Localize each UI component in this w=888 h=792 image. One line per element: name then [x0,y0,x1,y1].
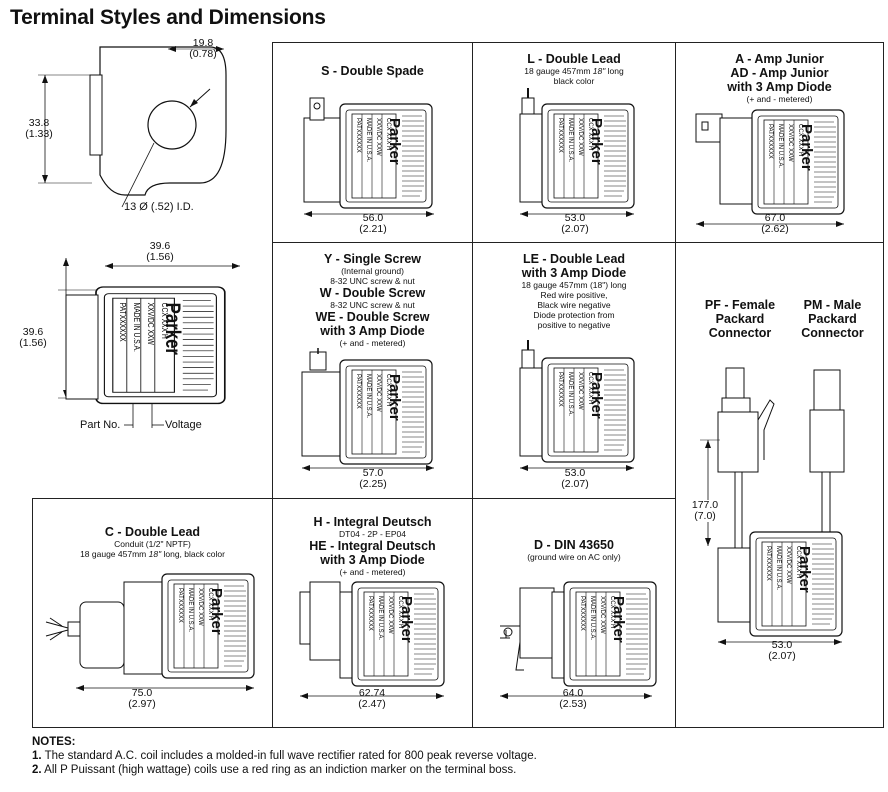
panel-pf-title1: PF - Female [704,298,776,312]
coil-l-double-lead [519,88,635,217]
packard-connectors [700,367,845,645]
panel-y-sub4: (+ and - metered) [339,338,406,348]
panel-pf-title2: Packard [715,312,765,326]
panel-le-sub5: positive to negative [537,320,611,330]
grid-border [472,42,473,498]
grid-border [675,42,676,728]
coil-h-deutsch [299,581,445,699]
panel-pf-title3: Connector [708,326,772,340]
panel-le-sub3: Black wire negative [537,300,611,310]
grid-border [32,498,33,728]
panel-le-sub2: Red wire positive, [540,290,608,300]
panel-a-sub: (+ and - metered) [746,94,813,104]
panel-pm-title3: Connector [801,326,864,340]
panel-p-width-dim: 53.0 [771,639,793,651]
left-top-height-dim-in: (1.33) [25,128,53,140]
panel-l-sub2: black color [553,76,595,86]
grid-border [472,498,473,728]
panel-h-title3: with 3 Amp Diode [320,553,425,567]
coil-s-double-spade [303,97,434,217]
panel-s-dim-in: (2.21) [359,223,387,235]
panel-y-dim-in: (2.25) [359,478,387,490]
grid-border [272,42,273,498]
panel-h-dim-in: (2.47) [358,698,386,710]
grid-border [272,498,273,728]
callout-lines [124,424,164,426]
grid-border [883,42,884,728]
note-1: 1. The standard A.C. coil includes a mol… [32,750,537,762]
panel-c-sub1: Conduit (1/2" NPTF) [114,539,191,549]
panel-y-dim: 57.0 [362,467,384,479]
panel-le-dim: 53.0 [564,467,586,479]
panel-a-title1: A - Amp Junior [735,52,824,66]
grid-border [272,42,884,43]
left-top-width-dim: 19.8 [192,37,214,49]
panel-a-dim-in: (2.62) [761,223,789,235]
panel-le-sub4: Diode protection from [533,310,615,320]
coil-le-double-lead [519,340,635,471]
panel-h-dim: 62.74 [358,687,386,699]
grid-border [32,498,676,499]
panel-a-dim: 67.0 [764,212,786,224]
panel-l-sub1: 18 gauge 457mm 18" long [524,66,624,76]
panel-d-dim-in: (2.53) [559,698,587,710]
left-mid-height-dim: 39.6 [22,326,44,338]
panel-l-dim-in: (2.07) [561,223,589,235]
coil-y-screw [301,348,434,471]
panel-l-title: L - Double Lead [527,52,621,66]
left-top-id-dim: 13 Ø (.52) I.D. [124,201,194,213]
panel-h-title2: HE - Integral Deutsch [309,539,436,553]
panel-y-sub1: (Internal ground) [341,266,404,276]
voltage-label: Voltage [165,419,202,431]
left-mid-width-dim: 39.6 [149,240,171,252]
coil-a-amp-junior [695,109,845,227]
panel-c-sub2: 18 gauge 457mm 18" long, black color [80,549,225,559]
panel-a-title2: AD - Amp Junior [730,66,829,80]
panel-y-title3: WE - Double Screw [315,310,430,324]
coil-front-view [65,286,226,405]
coil-c-double-lead [45,573,255,691]
left-mid-height-dim-in: (1.56) [19,337,47,349]
panel-c-dim: 75.0 [131,687,153,699]
panel-p-height-dim-in: (7.0) [694,510,716,522]
panel-y-title4: with 3 Amp Diode [320,324,425,338]
grid-border [272,242,884,243]
left-top-width-dim-in: (0.78) [189,48,217,60]
panel-s-title: S - Double Spade [321,64,424,78]
panel-le-title1: LE - Double Lead [522,252,626,266]
panel-pm-title1: PM - Male [803,298,862,312]
notes-heading: NOTES: [32,736,76,748]
panel-d-dim: 64.0 [562,687,584,699]
panel-c-title: C - Double Lead [104,525,201,539]
panel-h-title1: H - Integral Deutsch [313,515,432,529]
panel-le-sub1: 18 gauge 457mm (18") long [521,280,627,290]
panel-h-sub1: DT04 - 2P - EP04 [339,529,406,539]
left-mid-width-dim-in: (1.56) [146,251,174,263]
panel-y-title2: W - Double Screw [319,286,426,300]
panel-p-width-dim-in: (2.07) [768,650,796,662]
panel-le-title2: with 3 Amp Diode [521,266,627,280]
panel-h-sub2: (+ and - metered) [339,567,406,577]
coil-side-view-drawing [38,46,227,208]
panel-le-dim-in: (2.07) [561,478,589,490]
panel-l-dim: 53.0 [564,212,586,224]
panel-y-sub2: 8-32 UNC screw & nut [330,276,415,286]
panel-y-title1: Y - Single Screw [323,252,422,266]
coil-d-din [500,581,657,699]
panel-d-sub: (ground wire on AC only) [527,552,621,562]
panel-y-sub3: 8-32 UNC screw & nut [330,300,415,310]
grid-border [32,727,884,728]
panel-c-dim-in: (2.97) [128,698,156,710]
panel-d-title: D - DIN 43650 [534,538,614,552]
panel-p-height-dim: 177.0 [691,499,719,511]
notes: NOTES: 1. The standard A.C. coil include… [32,735,537,777]
left-top-height-dim: 33.8 [28,117,50,129]
panel-pm-title2: Packard [808,312,857,326]
page-title: Terminal Styles and Dimensions [10,6,326,29]
note-2: 2. All P Puissant (high wattage) coils u… [32,764,517,776]
panel-a-title3: with 3 Amp Diode [727,80,832,94]
panel-s-dim: 56.0 [362,212,384,224]
part-no-label: Part No. [80,419,121,431]
